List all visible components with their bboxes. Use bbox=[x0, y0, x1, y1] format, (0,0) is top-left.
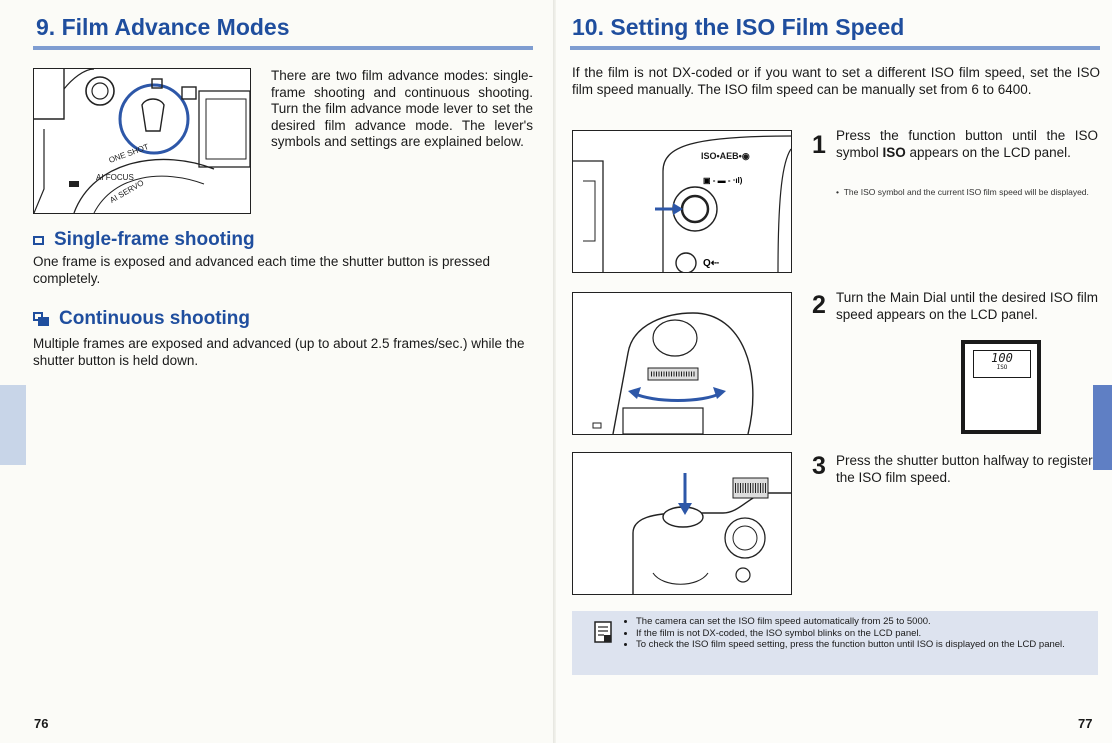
notes-box: The camera can set the ISO film speed au… bbox=[572, 611, 1098, 675]
lever-illustration bbox=[34, 69, 250, 213]
single-frame-icon bbox=[33, 235, 44, 245]
notes-list: The camera can set the ISO film speed au… bbox=[624, 616, 1102, 651]
svg-text:▣ - ▬ - ⋅ıl): ▣ - ▬ - ⋅ıl) bbox=[703, 176, 743, 185]
right-title-rule bbox=[570, 46, 1100, 50]
lcd-readout: 100 ISO bbox=[973, 350, 1031, 378]
step-3-text: Press the shutter button halfway to regi… bbox=[836, 453, 1093, 485]
step-1-number: 1 bbox=[812, 131, 826, 159]
left-page: 9. Film Advance Modes ONE SHOT AI FOCUS … bbox=[0, 14, 533, 731]
note-item: If the film is not DX-coded, the ISO sym… bbox=[636, 628, 1102, 640]
memo-icon bbox=[594, 621, 612, 643]
main-dial-illustration bbox=[592, 312, 754, 434]
shutter-button-figure bbox=[572, 452, 792, 595]
function-button-figure: Q⇠ ▣ - ▬ - ⋅ıl) ISO•AEB•◉ bbox=[572, 130, 792, 273]
left-title-rule bbox=[33, 46, 533, 50]
step-3-number: 3 bbox=[812, 452, 826, 480]
continuous-heading: Continuous shooting bbox=[33, 308, 250, 330]
shutter-button-illustration bbox=[632, 473, 791, 594]
continuous-icon bbox=[33, 312, 49, 326]
right-page-title: 10. Setting the ISO Film Speed bbox=[572, 14, 905, 40]
bleed-through-tab bbox=[0, 385, 26, 465]
main-dial-figure bbox=[572, 292, 792, 435]
lcd-iso-label: ISO bbox=[996, 364, 1008, 371]
lcd-value: 100 bbox=[991, 351, 1013, 365]
continuous-heading-text: Continuous shooting bbox=[59, 308, 251, 329]
step-1-note: • The ISO symbol and the current ISO fil… bbox=[836, 187, 1089, 197]
step-1-text: Press the function button until the ISO … bbox=[836, 128, 1098, 160]
single-frame-heading-text: Single-frame shooting bbox=[54, 229, 255, 250]
lcd-panel: 100 ISO bbox=[961, 340, 1041, 434]
step-2-text: Turn the Main Dial until the desired ISO… bbox=[836, 290, 1098, 322]
note-item: The camera can set the ISO film speed au… bbox=[636, 616, 1102, 628]
iso-symbol: ISO bbox=[882, 144, 906, 160]
function-button-illustration: Q⇠ ▣ - ▬ - ⋅ıl) bbox=[573, 135, 791, 272]
iso-aeb-label: ISO•AEB•◉ bbox=[701, 151, 750, 161]
continuous-text: Multiple frames are exposed and advanced… bbox=[33, 336, 525, 368]
right-intro-text: If the film is not DX-coded or if you wa… bbox=[572, 65, 1100, 97]
aeb-icon: ◉ bbox=[741, 151, 750, 161]
left-page-title: 9. Film Advance Modes bbox=[36, 14, 290, 40]
svg-text:Q⇠: Q⇠ bbox=[703, 258, 720, 269]
step-2-number: 2 bbox=[812, 291, 826, 319]
note-item: To check the ISO film speed setting, pre… bbox=[636, 639, 1102, 651]
section-tab bbox=[1093, 385, 1112, 470]
single-frame-text: One frame is exposed and advanced each t… bbox=[33, 254, 491, 286]
left-page-number: 76 bbox=[34, 716, 49, 731]
dial-label-ai-focus: AI FOCUS bbox=[96, 173, 134, 182]
right-page-number: 77 bbox=[1078, 716, 1093, 731]
film-advance-lever-figure: ONE SHOT AI FOCUS AI SERVO bbox=[33, 68, 251, 214]
left-intro-text: There are two film advance modes: single… bbox=[271, 68, 533, 149]
single-frame-heading: Single-frame shooting bbox=[33, 229, 255, 251]
